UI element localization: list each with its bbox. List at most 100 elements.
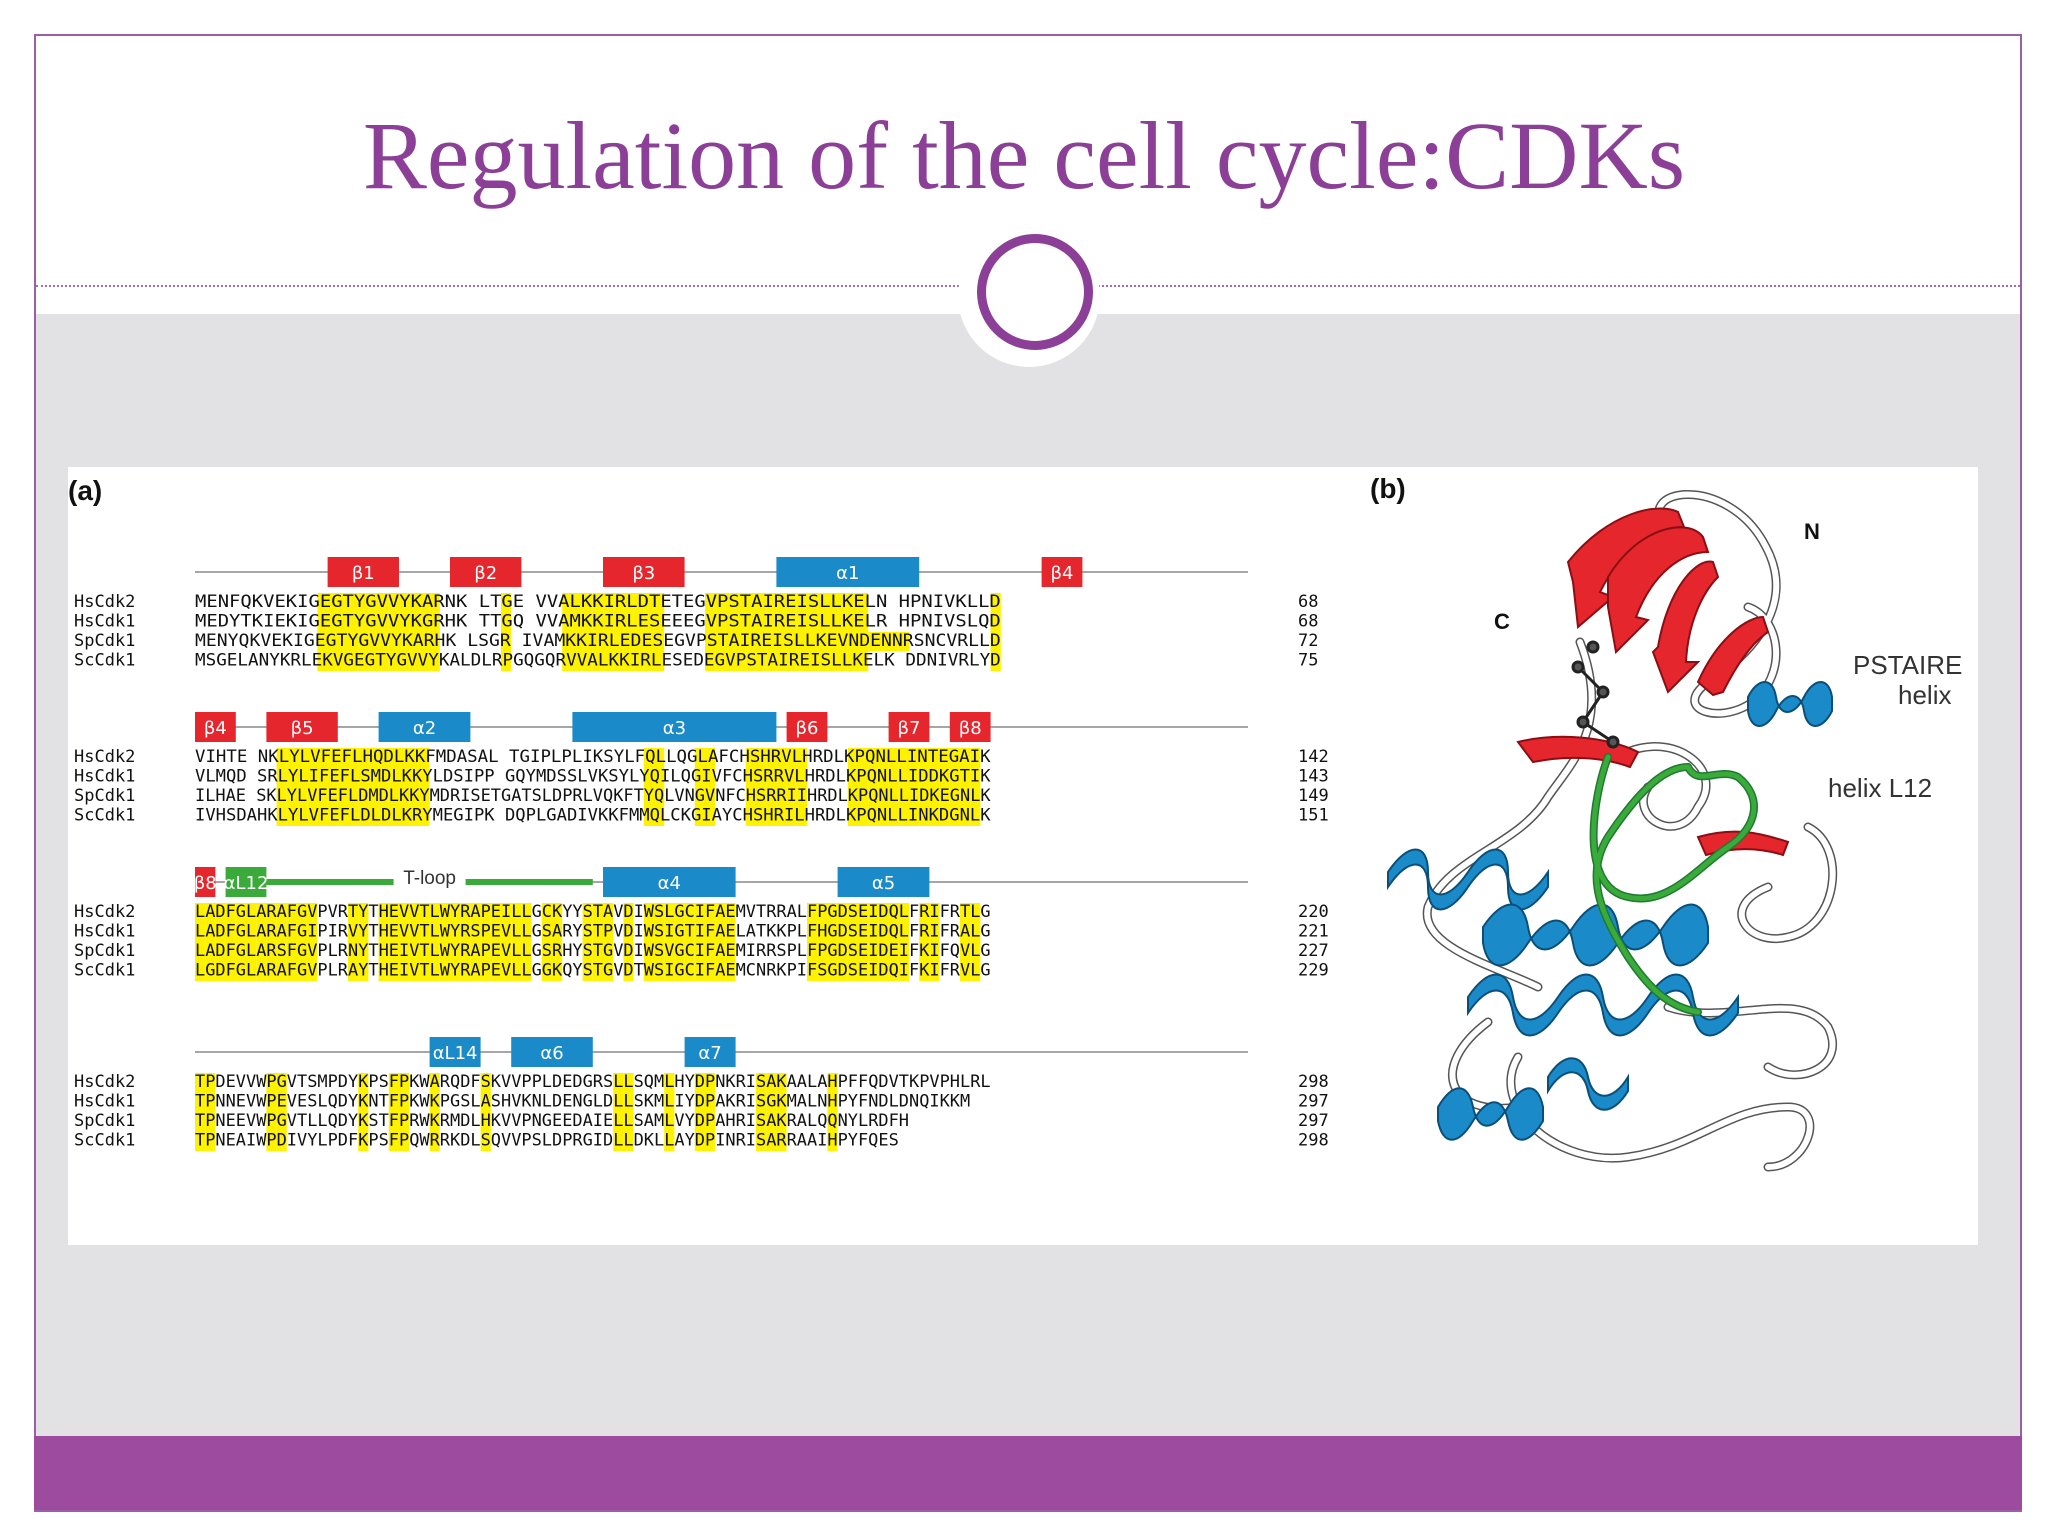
conserved-residue-highlight [796, 651, 807, 671]
conserved-residue-highlight [521, 961, 532, 981]
conserved-residue-highlight [745, 748, 756, 768]
conserved-residue-highlight [796, 632, 807, 652]
conserved-residue-highlight [807, 632, 818, 652]
sequence-position: 75 [1298, 651, 1318, 671]
conserved-residue-highlight [562, 632, 573, 652]
conserved-residue-highlight [868, 632, 879, 652]
conserved-residue-highlight [429, 612, 440, 632]
sequence-position: 298 [1298, 1072, 1329, 1092]
conserved-residue-highlight [348, 632, 359, 652]
conserved-residue-highlight [358, 1112, 369, 1132]
conserved-residue-highlight [307, 903, 318, 923]
title-divider-left [36, 285, 971, 287]
conserved-residue-highlight [949, 787, 960, 807]
conserved-residue-highlight [715, 903, 726, 923]
conserved-residue-highlight [399, 767, 410, 787]
conserved-residue-highlight [970, 748, 981, 768]
conserved-residue-highlight [817, 632, 828, 652]
conserved-residue-highlight [705, 1092, 716, 1112]
conserved-residue-highlight [368, 787, 379, 807]
conserved-residue-highlight [378, 767, 389, 787]
conserved-residue-highlight [827, 612, 838, 632]
sequence-name: HsCdk2 [74, 902, 135, 922]
conserved-residue-highlight [399, 1112, 410, 1132]
conserved-residue-highlight [297, 961, 308, 981]
conserved-residue-highlight [266, 961, 277, 981]
conserved-residue-highlight [847, 961, 858, 981]
conserved-residue-highlight [429, 593, 440, 613]
conserved-residue-highlight [735, 593, 746, 613]
conserved-residue-highlight [633, 632, 644, 652]
conserved-residue-highlight [572, 612, 583, 632]
sequence-residues: LADFGLARAFGVPVRTYTHEVVTLWYRAPEILLGCKYYST… [195, 902, 991, 922]
conserved-residue-highlight [858, 767, 869, 787]
conserved-residue-highlight [756, 1112, 767, 1132]
conserved-residue-highlight [705, 1131, 716, 1151]
conserved-residue-highlight [225, 961, 236, 981]
conserved-residue-highlight [297, 767, 308, 787]
conserved-residue-highlight [909, 806, 920, 826]
sequence-residues: VLMQD SRLYLIFEFLSMDLKKYLDSIPP GQYMDSSLVK… [195, 767, 991, 787]
conserved-residue-highlight [745, 806, 756, 826]
conserved-residue-highlight [388, 787, 399, 807]
conserved-residue-highlight [888, 787, 899, 807]
conserved-residue-highlight [715, 612, 726, 632]
conserved-residue-highlight [480, 1131, 491, 1151]
conserved-residue-highlight [582, 632, 593, 652]
sequence-name: SpCdk1 [74, 1111, 135, 1131]
conserved-residue-highlight [847, 922, 858, 942]
conserved-residue-highlight [307, 787, 318, 807]
conserved-residue-highlight [654, 593, 665, 613]
sequence-position: 220 [1298, 902, 1329, 922]
conserved-residue-highlight [286, 748, 297, 768]
conserved-residue-highlight [807, 651, 818, 671]
conserved-residue-highlight [419, 961, 430, 981]
conserved-residue-highlight [419, 748, 430, 768]
conserved-residue-highlight [276, 903, 287, 923]
conserved-residue-highlight [776, 612, 787, 632]
conserved-residue-highlight [450, 903, 461, 923]
conserved-residue-highlight [603, 612, 614, 632]
conserved-residue-highlight [960, 903, 971, 923]
conserved-residue-highlight [786, 593, 797, 613]
conserved-residue-highlight [552, 922, 563, 942]
conserved-residue-highlight [898, 922, 909, 942]
conserved-residue-highlight [643, 651, 654, 671]
conserved-residue-highlight [725, 961, 736, 981]
sequence-position: 143 [1298, 767, 1329, 787]
conserved-residue-highlight [643, 632, 654, 652]
conserved-residue-highlight [705, 767, 716, 787]
ss-element-label: β7 [898, 718, 921, 739]
conserved-residue-highlight [776, 1092, 787, 1112]
ss-element-beta [450, 557, 522, 587]
conserved-residue-highlight [766, 1073, 777, 1093]
conserved-residue-highlight [847, 651, 858, 671]
conserved-residue-highlight [511, 961, 522, 981]
conserved-residue-highlight [327, 651, 338, 671]
conserved-residue-highlight [276, 787, 287, 807]
conserved-residue-highlight [399, 806, 410, 826]
conserved-residue-highlight [633, 593, 644, 613]
conserved-residue-highlight [256, 903, 267, 923]
conserved-residue-highlight [654, 961, 665, 981]
conserved-residue-highlight [664, 922, 675, 942]
conserved-residue-highlight [195, 1092, 206, 1112]
conserved-residue-highlight [490, 961, 501, 981]
sequence-residues: IVHSDAHKLYLVFEFLDLDLKRYMEGIPK DQPLGADIVK… [195, 806, 991, 826]
conserved-residue-highlight [878, 942, 889, 962]
conserved-residue-highlight [898, 903, 909, 923]
conserved-residue-highlight [888, 748, 899, 768]
conserved-residue-highlight [776, 767, 787, 787]
conserved-residue-highlight [817, 651, 828, 671]
conserved-residue-highlight [786, 787, 797, 807]
conserved-residue-highlight [399, 748, 410, 768]
conserved-residue-highlight [348, 651, 359, 671]
conserved-residue-highlight [888, 806, 899, 826]
conserved-residue-highlight [807, 922, 818, 942]
conserved-residue-highlight [847, 767, 858, 787]
conserved-residue-highlight [766, 748, 777, 768]
sequence-name: ScCdk1 [74, 1131, 135, 1151]
conserved-residue-highlight [388, 593, 399, 613]
conserved-residue-highlight [970, 961, 981, 981]
conserved-residue-highlight [827, 1131, 838, 1151]
